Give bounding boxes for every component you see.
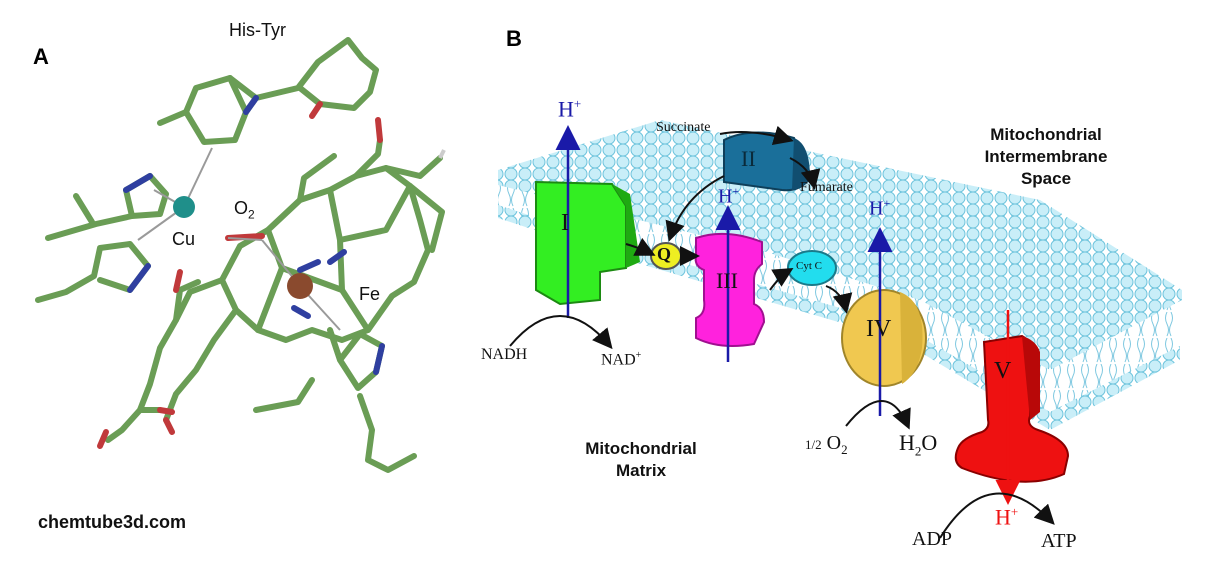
adp-label: ADP xyxy=(912,528,953,550)
iron-atom xyxy=(287,273,313,299)
panel-b-letter: B xyxy=(506,26,522,51)
atp-label: ATP xyxy=(1041,530,1077,552)
i-to-q-arrow xyxy=(625,237,656,256)
proton-label-iv: H+ xyxy=(869,196,891,220)
fe-label: Fe xyxy=(359,284,381,304)
complex-v xyxy=(954,334,1070,483)
his-tyr-label: His-Tyr xyxy=(229,20,286,40)
complex-iv xyxy=(841,289,927,387)
watermark: chemtube3d.com xyxy=(38,512,187,532)
proton-label-i: H+ xyxy=(558,96,582,122)
oxygen-arrow xyxy=(845,400,911,430)
cytochrome-c-label: Cyt C xyxy=(796,260,822,272)
complex-i-label: I xyxy=(561,210,569,236)
complex-iv-label: IV xyxy=(866,316,892,342)
o2-label: O2 xyxy=(234,198,255,222)
proton-label-iii: H+ xyxy=(718,184,740,208)
complex-v-label: V xyxy=(994,358,1012,384)
panel-a-letter: A xyxy=(33,44,49,69)
oxygen-label: 1/2 O2 xyxy=(805,432,848,457)
nitrogen-atoms xyxy=(123,95,385,375)
cytc-to-iv-arrow xyxy=(825,285,853,314)
cu-label: Cu xyxy=(172,229,196,249)
water-label: H2O xyxy=(899,430,938,459)
nadh-label: NADH xyxy=(481,346,528,363)
matrix-label: Mitochondrial Matrix xyxy=(585,439,697,480)
intermembrane-space-label: Mitochondrial Intermembrane Space xyxy=(984,125,1108,188)
complex-i xyxy=(535,180,640,306)
nadh-arrow xyxy=(509,315,613,350)
fumarate-label: Fumarate xyxy=(800,180,853,195)
complex-iii-label: III xyxy=(716,268,738,293)
iii-to-cytc-arrow xyxy=(769,267,794,291)
nad-label: NAD+ xyxy=(601,350,642,369)
succinate-label: Succinate xyxy=(656,120,711,135)
atp-arrow xyxy=(939,492,1055,539)
ubiquinone-label: Q xyxy=(657,244,672,264)
ii-to-q-arrow xyxy=(665,175,725,242)
proton-label-v: H+ xyxy=(995,504,1019,530)
complex-ii-label: II xyxy=(741,146,756,171)
succinate-arrow xyxy=(719,125,794,145)
heme-copper-structure xyxy=(35,37,446,473)
fumarate-arrow xyxy=(789,157,821,190)
copper-atom xyxy=(173,196,195,218)
complex-iii xyxy=(694,232,766,347)
